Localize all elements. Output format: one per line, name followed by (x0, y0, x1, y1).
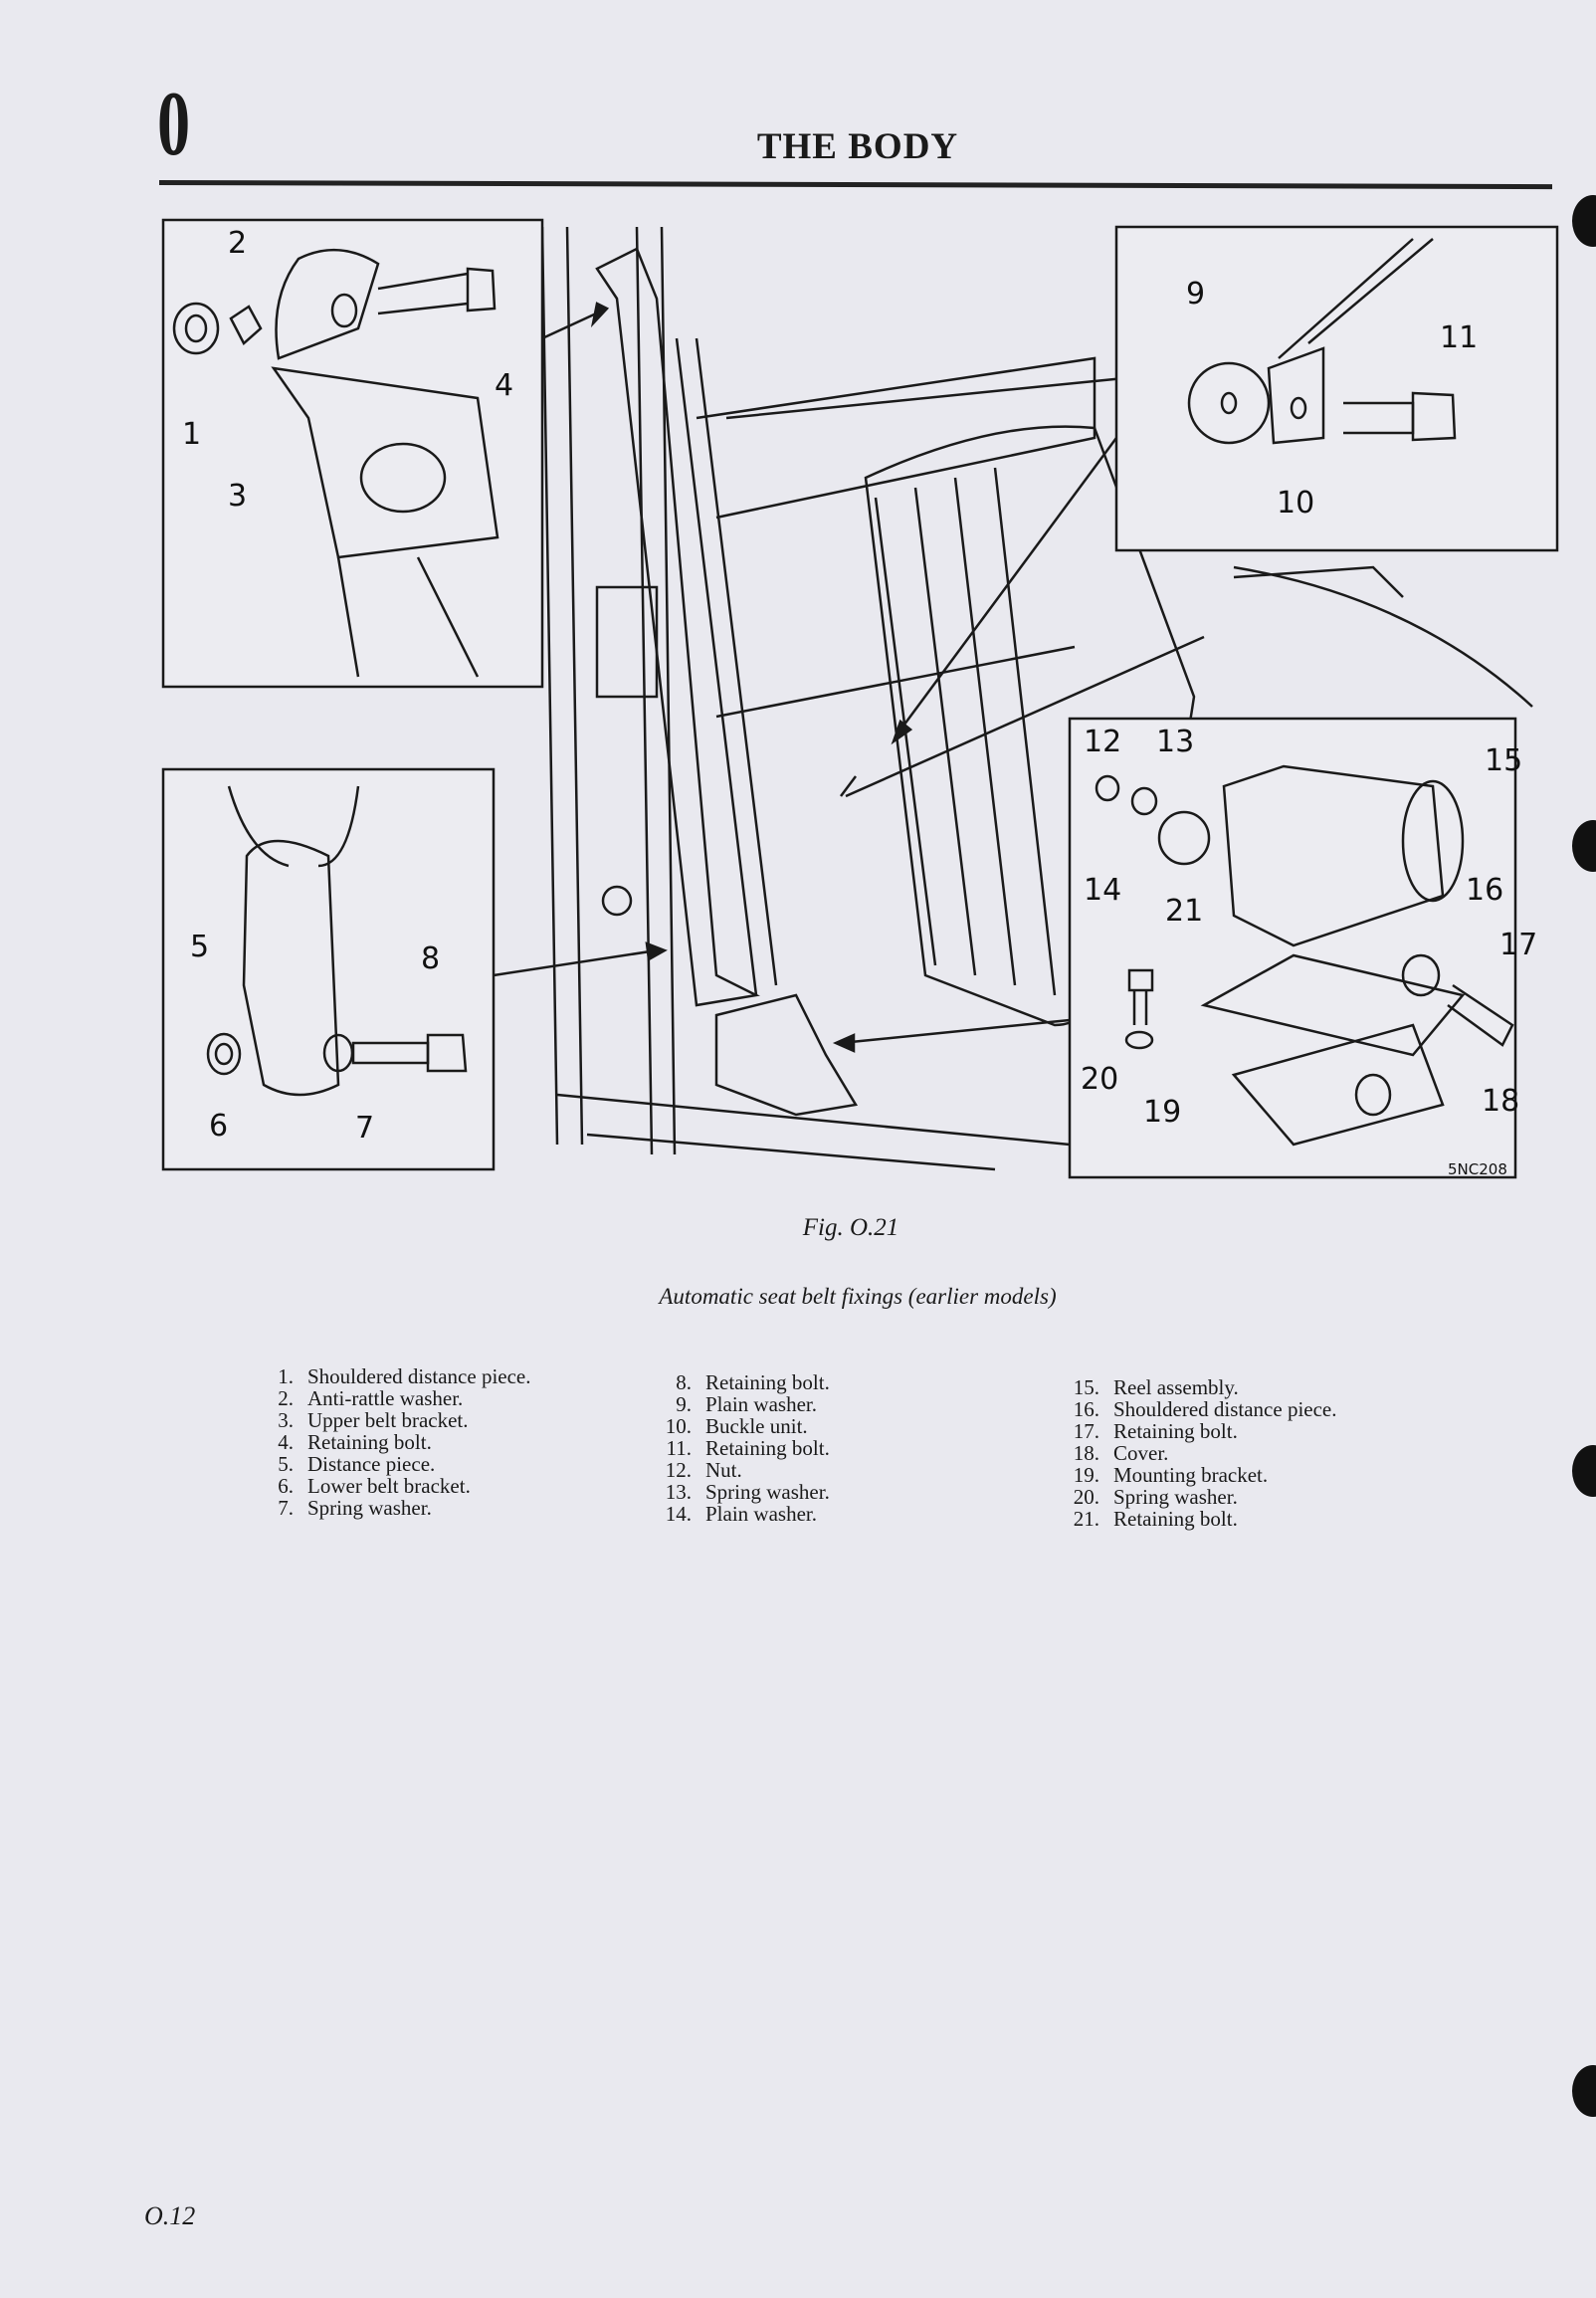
part-number: 4. (278, 1430, 294, 1454)
part-description: Retaining bolt. (307, 1430, 432, 1454)
parts-list-item: 19. Mounting bracket. (1060, 1464, 1337, 1486)
inset-lower-bracket (161, 767, 496, 1171)
part-number: 2. (278, 1386, 294, 1410)
part-description: Lower belt bracket. (307, 1474, 471, 1498)
part-number: 10. (665, 1414, 692, 1438)
part-number: 16. (1073, 1397, 1099, 1421)
page-title: THE BODY (756, 126, 959, 167)
parts-list-item: 17. Retaining bolt. (1060, 1420, 1337, 1442)
callout-2: 2 (228, 226, 247, 261)
part-number: 8. (676, 1370, 692, 1394)
callout-10: 10 (1277, 486, 1314, 521)
callout-8: 8 (421, 941, 440, 976)
callout-13: 13 (1156, 725, 1194, 759)
callout-4: 4 (495, 368, 513, 403)
part-description: Retaining bolt. (1113, 1419, 1238, 1443)
callout-12: 12 (1084, 725, 1121, 759)
part-description: Shouldered distance piece. (307, 1364, 531, 1388)
callout-19: 19 (1143, 1095, 1181, 1130)
part-description: Upper belt bracket. (307, 1408, 469, 1432)
drawing-code: 5NC208 (1448, 1160, 1507, 1178)
parts-list-item: 15. Reel assembly. (1060, 1376, 1337, 1398)
callout-7: 7 (355, 1111, 374, 1146)
parts-list-item: 4. Retaining bolt. (254, 1431, 531, 1453)
part-description: Spring washer. (705, 1480, 830, 1504)
parts-list-column-1: 1. Shouldered distance piece. 2. Anti-rattl… (254, 1364, 531, 1519)
figure-label: Fig. O.21 (802, 1214, 899, 1241)
parts-list-item: 8. Retaining bolt. (652, 1371, 830, 1393)
part-number: 13. (665, 1480, 692, 1504)
part-number: 14. (665, 1502, 692, 1526)
callout-18: 18 (1482, 1084, 1519, 1119)
parts-list-item: 12. Nut. (652, 1459, 830, 1481)
parts-list-item: 18. Cover. (1060, 1442, 1337, 1464)
parts-list-item: 2. Anti-rattle washer. (254, 1387, 531, 1409)
parts-list-item: 1. Shouldered distance piece. (254, 1364, 531, 1388)
part-number: 9. (676, 1392, 692, 1416)
parts-list-column-3: 15. Reel assembly. 16. Shouldered distance … (1060, 1376, 1337, 1530)
part-number: 7. (278, 1496, 294, 1520)
part-number: 17. (1073, 1419, 1099, 1443)
part-description: Reel assembly. (1113, 1375, 1239, 1399)
callout-15: 15 (1485, 743, 1522, 778)
part-number: 18. (1073, 1441, 1099, 1465)
callout-5: 5 (190, 930, 209, 964)
callout-9: 9 (1186, 277, 1205, 312)
parts-list-item: 3. Upper belt bracket. (254, 1409, 531, 1431)
part-description: Cover. (1113, 1441, 1169, 1465)
callout-1: 1 (182, 417, 201, 452)
part-description: Spring washer. (307, 1496, 432, 1520)
part-number: 21. (1073, 1507, 1099, 1531)
part-description: Plain washer. (705, 1392, 817, 1416)
section-number: 0 (157, 73, 191, 174)
callout-21: 21 (1165, 894, 1203, 929)
part-description: Retaining bolt. (1113, 1507, 1238, 1531)
callout-3: 3 (228, 479, 247, 514)
part-description: Mounting bracket. (1113, 1463, 1269, 1487)
parts-list-item: 11. Retaining bolt. (652, 1437, 830, 1459)
page-number: O.12 (144, 2201, 196, 2230)
part-description: Anti-rattle washer. (307, 1386, 464, 1410)
inset-buckle (1114, 225, 1559, 552)
callout-20: 20 (1081, 1062, 1118, 1097)
callout-6: 6 (209, 1109, 228, 1144)
parts-list-column-2: 8. Retaining bolt. 9. Plain washer. 10. Buckl… (652, 1371, 830, 1525)
callout-14: 14 (1084, 873, 1121, 908)
part-number: 15. (1073, 1375, 1099, 1399)
part-description: Plain washer. (705, 1502, 817, 1526)
callout-11: 11 (1440, 320, 1478, 355)
part-number: 3. (278, 1408, 294, 1432)
part-number: 1. (278, 1364, 294, 1388)
part-number: 11. (666, 1436, 692, 1460)
parts-list-item: 20. Spring washer. (1060, 1486, 1337, 1508)
inset-upper-bracket (161, 218, 544, 689)
part-description: Retaining bolt. (705, 1370, 830, 1394)
parts-list-item: 13. Spring washer. (652, 1481, 830, 1503)
part-number: 19. (1073, 1463, 1099, 1487)
part-number: 6. (278, 1474, 294, 1498)
figure-caption: Automatic seat belt fixings (earlier mod… (659, 1284, 1057, 1309)
parts-list-item: 6. Lower belt bracket. (254, 1475, 531, 1497)
part-number: 5. (278, 1452, 294, 1476)
leader-arrows (493, 302, 1118, 1053)
callout-17: 17 (1499, 928, 1537, 962)
part-number: 12. (665, 1458, 692, 1482)
callout-16: 16 (1466, 873, 1503, 908)
parts-list-item: 10. Buckle unit. (652, 1415, 830, 1437)
inset-reel (1068, 717, 1517, 1179)
parts-list-item: 14. Plain washer. (652, 1503, 830, 1525)
part-description: Spring washer. (1113, 1485, 1238, 1509)
parts-list-item: 21. Retaining bolt. (1060, 1508, 1337, 1530)
parts-list-item: 5. Distance piece. (254, 1453, 531, 1475)
callout-labels: 1 2 3 4 5 6 7 8 9 10 11 12 13 14 15 16 1… (182, 226, 1537, 1178)
parts-list-item: 7. Spring washer. (254, 1497, 531, 1519)
part-description: Retaining bolt. (705, 1436, 830, 1460)
part-description: Buckle unit. (705, 1414, 808, 1438)
part-description: Distance piece. (307, 1452, 436, 1476)
part-number: 20. (1073, 1485, 1099, 1509)
part-description: Shouldered distance piece. (1113, 1397, 1337, 1421)
parts-list-item: 9. Plain washer. (652, 1393, 830, 1415)
part-description: Nut. (705, 1458, 742, 1482)
parts-list-item: 16. Shouldered distance piece. (1060, 1398, 1337, 1420)
